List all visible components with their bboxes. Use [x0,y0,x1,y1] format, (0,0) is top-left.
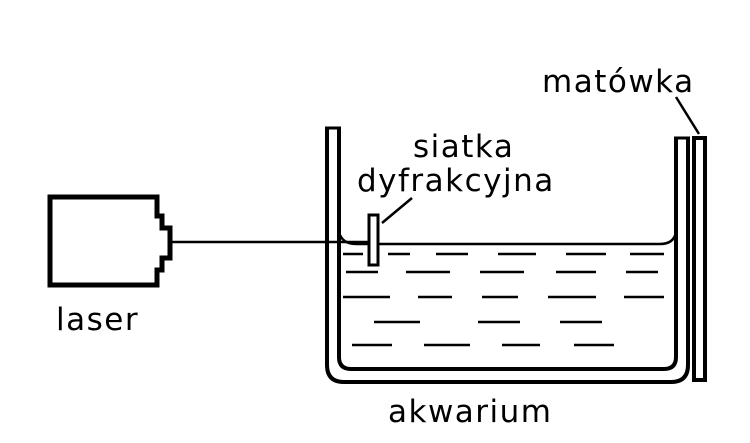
label-laser: laser [56,302,139,338]
grating-pointer [381,197,413,224]
water-surface [337,231,678,246]
label-grating-line1: siatka [413,129,514,165]
label-screen: matówka [542,64,695,100]
label-aquarium: akwarium [388,394,553,430]
screen-pointer [674,96,701,135]
laser-body [47,194,173,288]
diffraction-grating [367,213,380,267]
aquarium-outer-wall [325,128,690,384]
aquarium-inner-wall [337,128,678,371]
water-hatching [343,252,664,347]
label-grating-line2: dyfrakcyjna [357,163,555,199]
frosted-screen [692,136,707,382]
